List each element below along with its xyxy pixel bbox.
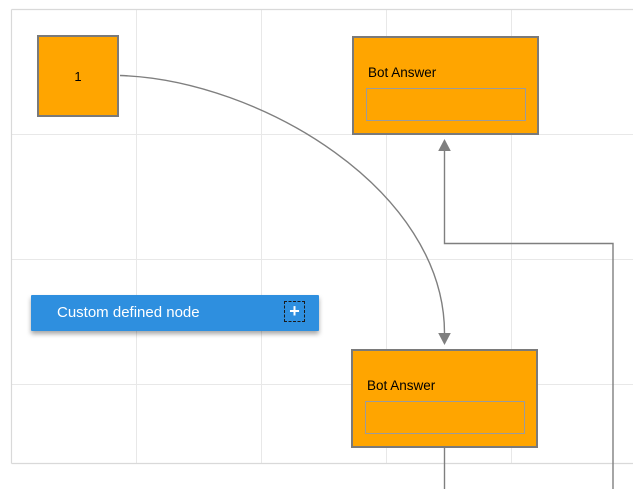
add-button[interactable]: + <box>284 301 305 322</box>
node-custom-defined[interactable]: Custom defined node + <box>31 295 319 331</box>
bot-answer-input[interactable] <box>366 88 526 121</box>
node-start-label: 1 <box>74 68 82 84</box>
node-bot-answer-bottom[interactable]: Bot Answer <box>351 349 538 448</box>
arrowhead-down-icon <box>438 333 451 345</box>
plus-icon: + <box>289 301 300 321</box>
connectors <box>119 74 614 489</box>
connector-arrowheads <box>438 139 451 345</box>
node-bot-answer-top[interactable]: Bot Answer <box>352 36 539 135</box>
node-title: Bot Answer <box>368 65 437 80</box>
node-start[interactable]: 1 <box>37 35 119 117</box>
connector-elbow[interactable] <box>443 151 614 489</box>
node-custom-label: Custom defined node <box>57 304 200 321</box>
connector-curve[interactable] <box>119 74 446 334</box>
node-title: Bot Answer <box>367 378 436 393</box>
bot-answer-input[interactable] <box>365 401 525 434</box>
canvas-border <box>10 8 633 465</box>
arrowhead-up-icon <box>438 139 451 151</box>
